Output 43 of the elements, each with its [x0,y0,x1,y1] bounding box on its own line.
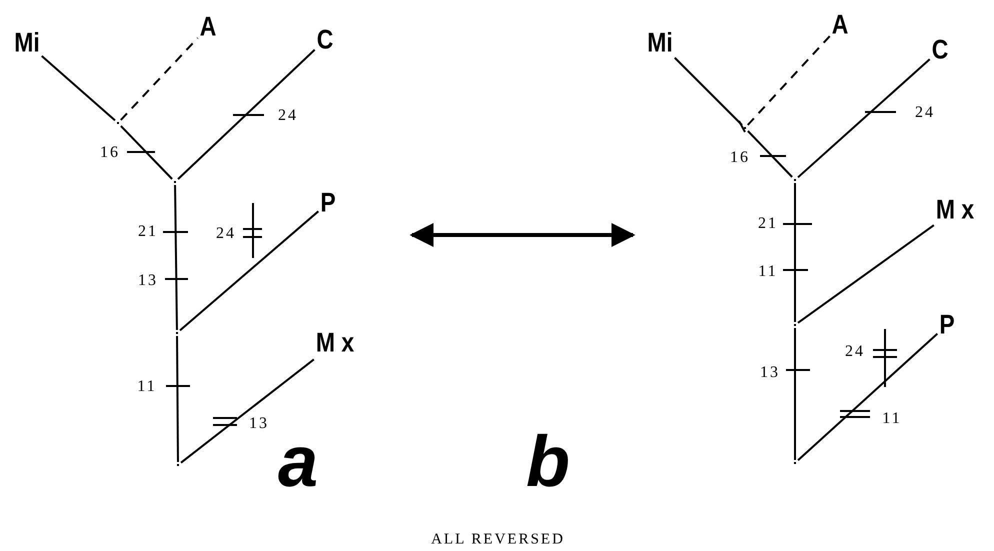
character-number: 11 [137,378,157,396]
tree-branch [797,58,930,178]
tree-branch [179,210,319,332]
taxon-label: P [939,310,955,340]
dashed-branch [120,37,198,121]
character-number: 11 [882,410,902,428]
taxon-label: M x [316,328,354,358]
caption: ALL REVERSED [431,532,565,548]
tree-branch [180,358,314,464]
character-number: 24 [915,104,935,122]
tree-branch [794,183,796,322]
character-number: 13 [138,272,158,290]
tree-branch [674,57,743,126]
tree-branch [41,55,116,122]
character-number: 13 [249,415,269,433]
taxon-label: A [200,12,216,42]
taxon-label: C [932,34,948,66]
taxon-label: A [832,10,848,40]
taxon-label: C [316,24,334,56]
tree-branch [797,333,938,462]
character-number: 16 [730,149,750,167]
tree-branch [794,328,796,460]
character-number: 21 [138,223,158,241]
tree-branch [120,125,173,180]
taxon-label: M x [936,194,974,226]
tree-branch [174,184,178,330]
tree-branch [747,130,793,178]
character-number: 16 [100,144,120,162]
tree-branch [176,336,179,462]
character-number: 21 [758,215,778,233]
character-number: 24 [216,225,236,243]
panel-letter: b [526,421,570,503]
character-number: 13 [760,364,780,382]
tree-branch [177,49,316,180]
taxon-label: Mi [647,28,673,58]
character-number: 24 [278,107,298,125]
character-number: 11 [758,263,778,281]
panel-letter: a [278,421,318,503]
dashed-branch [747,35,830,126]
tree-branch [797,224,934,324]
taxon-label: Mi [14,28,40,58]
taxon-label: P [320,188,336,218]
character-number: 24 [845,343,865,361]
